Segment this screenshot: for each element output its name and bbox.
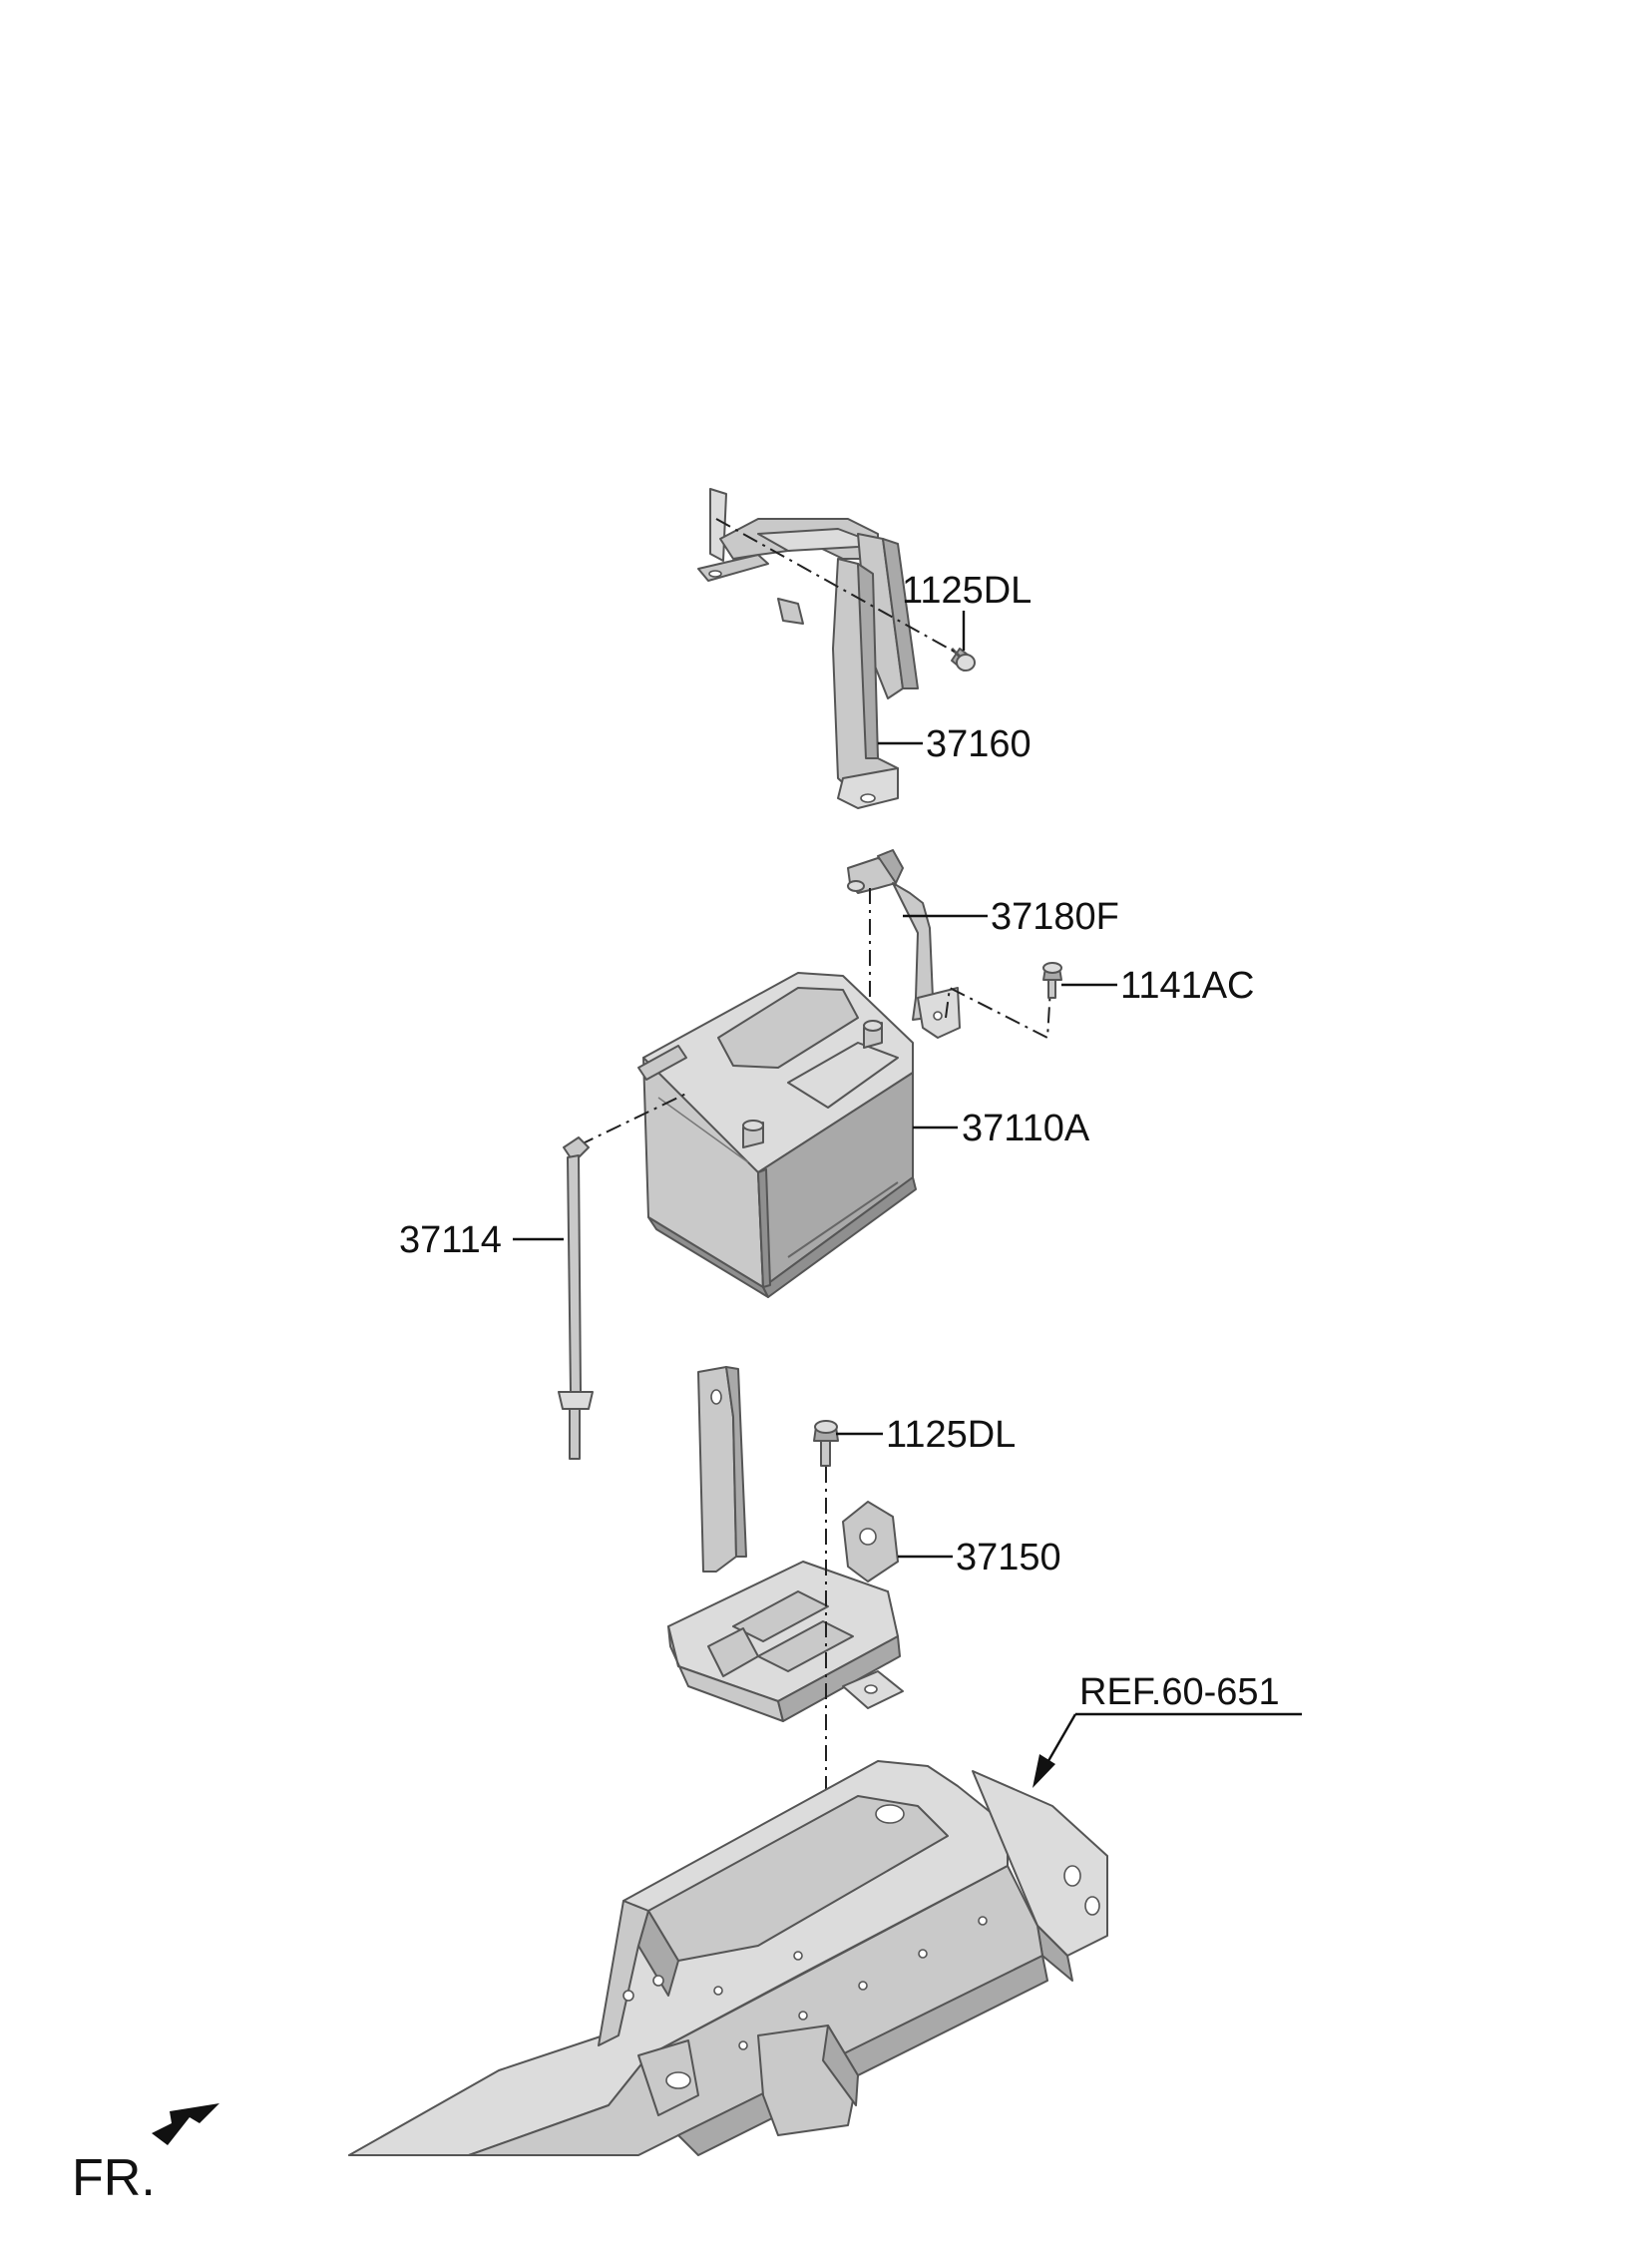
label-37180F: 37180F [991,896,1119,938]
bolt-1141AC [1042,962,1062,999]
front-direction-indicator: FR. [72,2103,219,2207]
front-arrow-icon [152,2103,219,2145]
bolt-1125DL-top [950,647,976,672]
battery-tray-37150 [667,1366,904,1722]
front-label: FR. [72,2149,156,2207]
label-37114: 37114 [399,1219,502,1261]
label-37110A: 37110A [962,1108,1090,1149]
label-37150: 37150 [956,1537,1061,1578]
battery-37110A [637,972,917,1298]
vehicle-frame-REF-60-651 [348,1760,1108,2156]
label-37160: 37160 [926,723,1032,765]
label-1125DL-top: 1125DL [902,570,1032,612]
hold-down-rod-37114 [558,1136,594,1460]
upper-bracket-37160 [697,488,919,809]
rod-centerline [578,1092,689,1146]
label-1141AC: 1141AC [1120,965,1255,1007]
bolt-1125DL-tray [813,1420,839,1467]
label-REF-60-651: REF.60-651 [1079,1671,1280,1713]
leader-lines [513,611,1302,1788]
bolt-top-centerline [715,518,959,655]
label-1125DL-tray: 1125DL [886,1414,1016,1456]
cable-bolt-centerline [945,986,1051,1040]
